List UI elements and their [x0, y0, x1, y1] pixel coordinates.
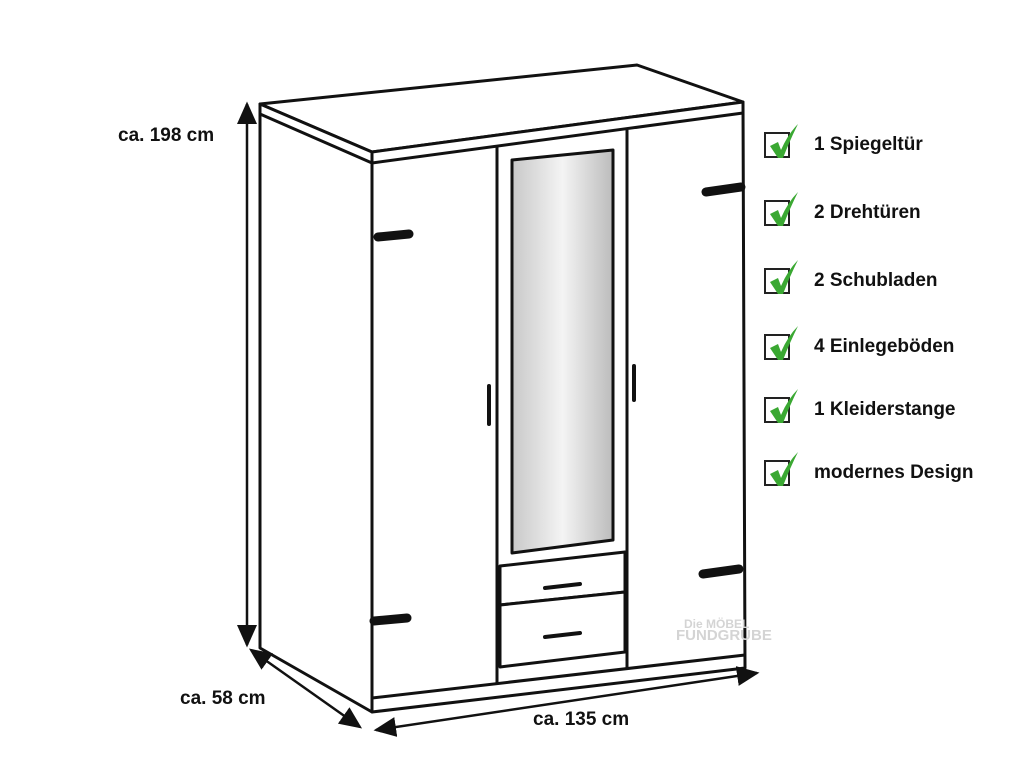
- feature-item: 2 Drehtüren: [764, 192, 921, 226]
- feature-label: 2 Drehtüren: [814, 202, 921, 223]
- mirror: [510, 148, 615, 555]
- feature-label: 1 Spiegeltür: [814, 134, 923, 155]
- drawer-handle: [543, 631, 582, 639]
- feature-label: 1 Kleiderstange: [814, 399, 956, 420]
- wardrobe-side: [258, 102, 374, 714]
- height-label: ca. 198 cm: [118, 125, 215, 146]
- hinge: [698, 564, 744, 579]
- depth-label: ca. 58 cm: [180, 688, 266, 709]
- checkbox-check-icon: [764, 452, 798, 486]
- feature-item: 1 Kleiderstange: [764, 389, 956, 423]
- checkbox-check-icon: [764, 192, 798, 226]
- feature-item: 1 Spiegeltür: [764, 124, 923, 158]
- drawer-handle: [543, 582, 582, 590]
- hinge: [701, 182, 746, 197]
- width-dimension-line: [373, 666, 760, 737]
- checkbox-check-icon: [764, 124, 798, 158]
- hinge: [369, 613, 412, 626]
- depth-dimension-line: [248, 648, 363, 729]
- feature-item: modernes Design: [764, 452, 974, 486]
- feature-label: modernes Design: [814, 462, 974, 483]
- width-label: ca. 135 cm: [533, 709, 630, 730]
- feature-label: 2 Schubladen: [814, 270, 938, 291]
- feature-item: 4 Einlegeböden: [764, 326, 955, 360]
- checkbox-check-icon: [764, 326, 798, 360]
- feature-label: 4 Einlegeböden: [814, 336, 955, 357]
- checkbox-check-icon: [764, 260, 798, 294]
- hinge: [373, 229, 414, 242]
- drawer-bottom: [498, 590, 627, 669]
- checkbox-check-icon: [764, 389, 798, 423]
- feature-item: 2 Schubladen: [764, 260, 938, 294]
